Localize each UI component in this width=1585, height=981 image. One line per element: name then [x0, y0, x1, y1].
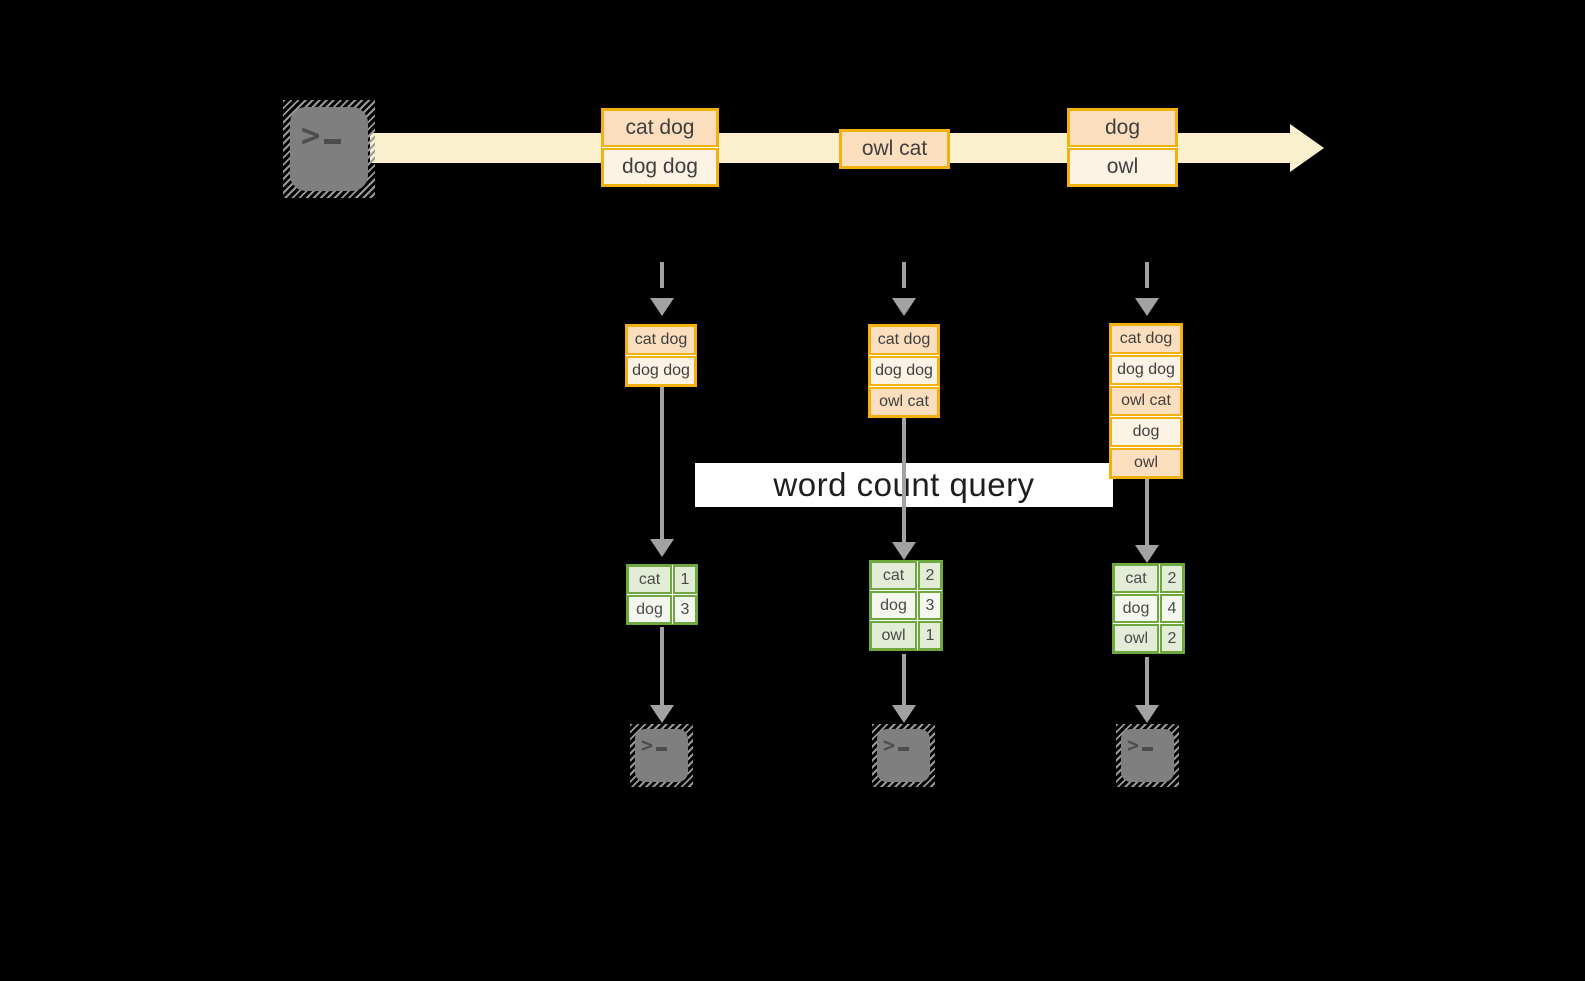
batch-row: owl cat: [1110, 386, 1182, 416]
terminal-body: [1121, 729, 1174, 782]
prompt-chevron: >: [883, 733, 896, 757]
ingest-arrow-head: [892, 298, 916, 316]
ingest-dashed-arrow: [902, 262, 906, 288]
micro-batch-stack-2: cat dog dog dog owl cat: [868, 324, 940, 418]
word-cell: dog: [870, 591, 917, 620]
batch-row: cat dog: [626, 325, 696, 355]
message-row: dog: [1068, 109, 1177, 147]
output-arrow-head: [650, 705, 674, 723]
count-cell: 1: [673, 565, 697, 594]
word-cell: dog: [1113, 594, 1159, 623]
query-arrow: [902, 418, 906, 542]
sink-terminal-icon-1: >: [630, 724, 693, 787]
batch-row: dog: [1110, 417, 1182, 447]
count-cell: 2: [918, 561, 942, 590]
micro-batch-stack-3: cat dog dog dog owl cat dog owl: [1109, 323, 1183, 479]
count-cell: 2: [1160, 624, 1184, 653]
output-arrow: [660, 627, 664, 705]
word-cell: cat: [870, 561, 917, 590]
output-arrow-head: [1135, 705, 1159, 723]
word-cell: cat: [627, 565, 672, 594]
message-row: dog dog: [602, 148, 718, 186]
query-arrow-head: [650, 539, 674, 557]
prompt-cursor: [656, 747, 668, 751]
prompt-chevron: >: [641, 733, 654, 757]
output-arrow: [1145, 657, 1149, 705]
terminal-prompt-icon: >: [301, 116, 342, 154]
word-cell: owl: [870, 621, 917, 650]
batch-row: cat dog: [869, 325, 939, 355]
stream-source-terminal-icon: >: [283, 100, 375, 198]
terminal-prompt-icon: >: [641, 733, 668, 757]
word-cell: dog: [627, 595, 672, 624]
word-count-table-1: cat 1 dog 3: [626, 564, 698, 625]
terminal-body: [877, 729, 930, 782]
word-count-table-3: cat 2 dog 4 owl 2: [1112, 563, 1185, 654]
count-cell: 3: [918, 591, 942, 620]
output-arrow-head: [892, 705, 916, 723]
prompt-chevron: >: [1127, 733, 1140, 757]
message-row: cat dog: [602, 109, 718, 147]
count-cell: 2: [1160, 564, 1184, 593]
query-arrow-head: [1135, 545, 1159, 563]
ingest-dashed-arrow: [1145, 262, 1149, 288]
query-arrow: [660, 387, 664, 539]
batch-row: dog dog: [869, 356, 939, 386]
stream-message-box-2: owl cat: [839, 129, 950, 169]
batch-row: cat dog: [1110, 324, 1182, 354]
count-cell: 3: [673, 595, 697, 624]
ingest-dashed-arrow: [660, 262, 664, 288]
count-cell: 1: [918, 621, 942, 650]
batch-row: dog dog: [626, 356, 696, 386]
terminal-body: [635, 729, 688, 782]
sink-terminal-icon-3: >: [1116, 724, 1179, 787]
output-arrow: [902, 654, 906, 705]
stream-message-box-1: cat dog dog dog: [601, 108, 719, 187]
ingest-arrow-head: [1135, 298, 1159, 316]
word-cell: cat: [1113, 564, 1159, 593]
prompt-cursor: [324, 139, 342, 144]
ingest-arrow-head: [650, 298, 674, 316]
query-arrow-head: [892, 542, 916, 560]
prompt-cursor: [898, 747, 910, 751]
prompt-chevron: >: [301, 116, 321, 154]
prompt-cursor: [1142, 747, 1154, 751]
terminal-body: [290, 107, 368, 191]
batch-row: owl: [1110, 448, 1182, 478]
batch-row: owl cat: [869, 387, 939, 417]
word-count-table-2: cat 2 dog 3 owl 1: [869, 560, 943, 651]
terminal-prompt-icon: >: [883, 733, 910, 757]
batch-row: dog dog: [1110, 355, 1182, 385]
word-cell: owl: [1113, 624, 1159, 653]
message-row: owl: [1068, 148, 1177, 186]
terminal-prompt-icon: >: [1127, 733, 1154, 757]
micro-batch-stack-1: cat dog dog dog: [625, 324, 697, 387]
message-row: owl cat: [840, 130, 949, 168]
stream-arrow-head: [1290, 124, 1324, 172]
sink-terminal-icon-2: >: [872, 724, 935, 787]
query-arrow: [1145, 479, 1149, 545]
stream-message-box-3: dog owl: [1067, 108, 1178, 187]
count-cell: 4: [1160, 594, 1184, 623]
